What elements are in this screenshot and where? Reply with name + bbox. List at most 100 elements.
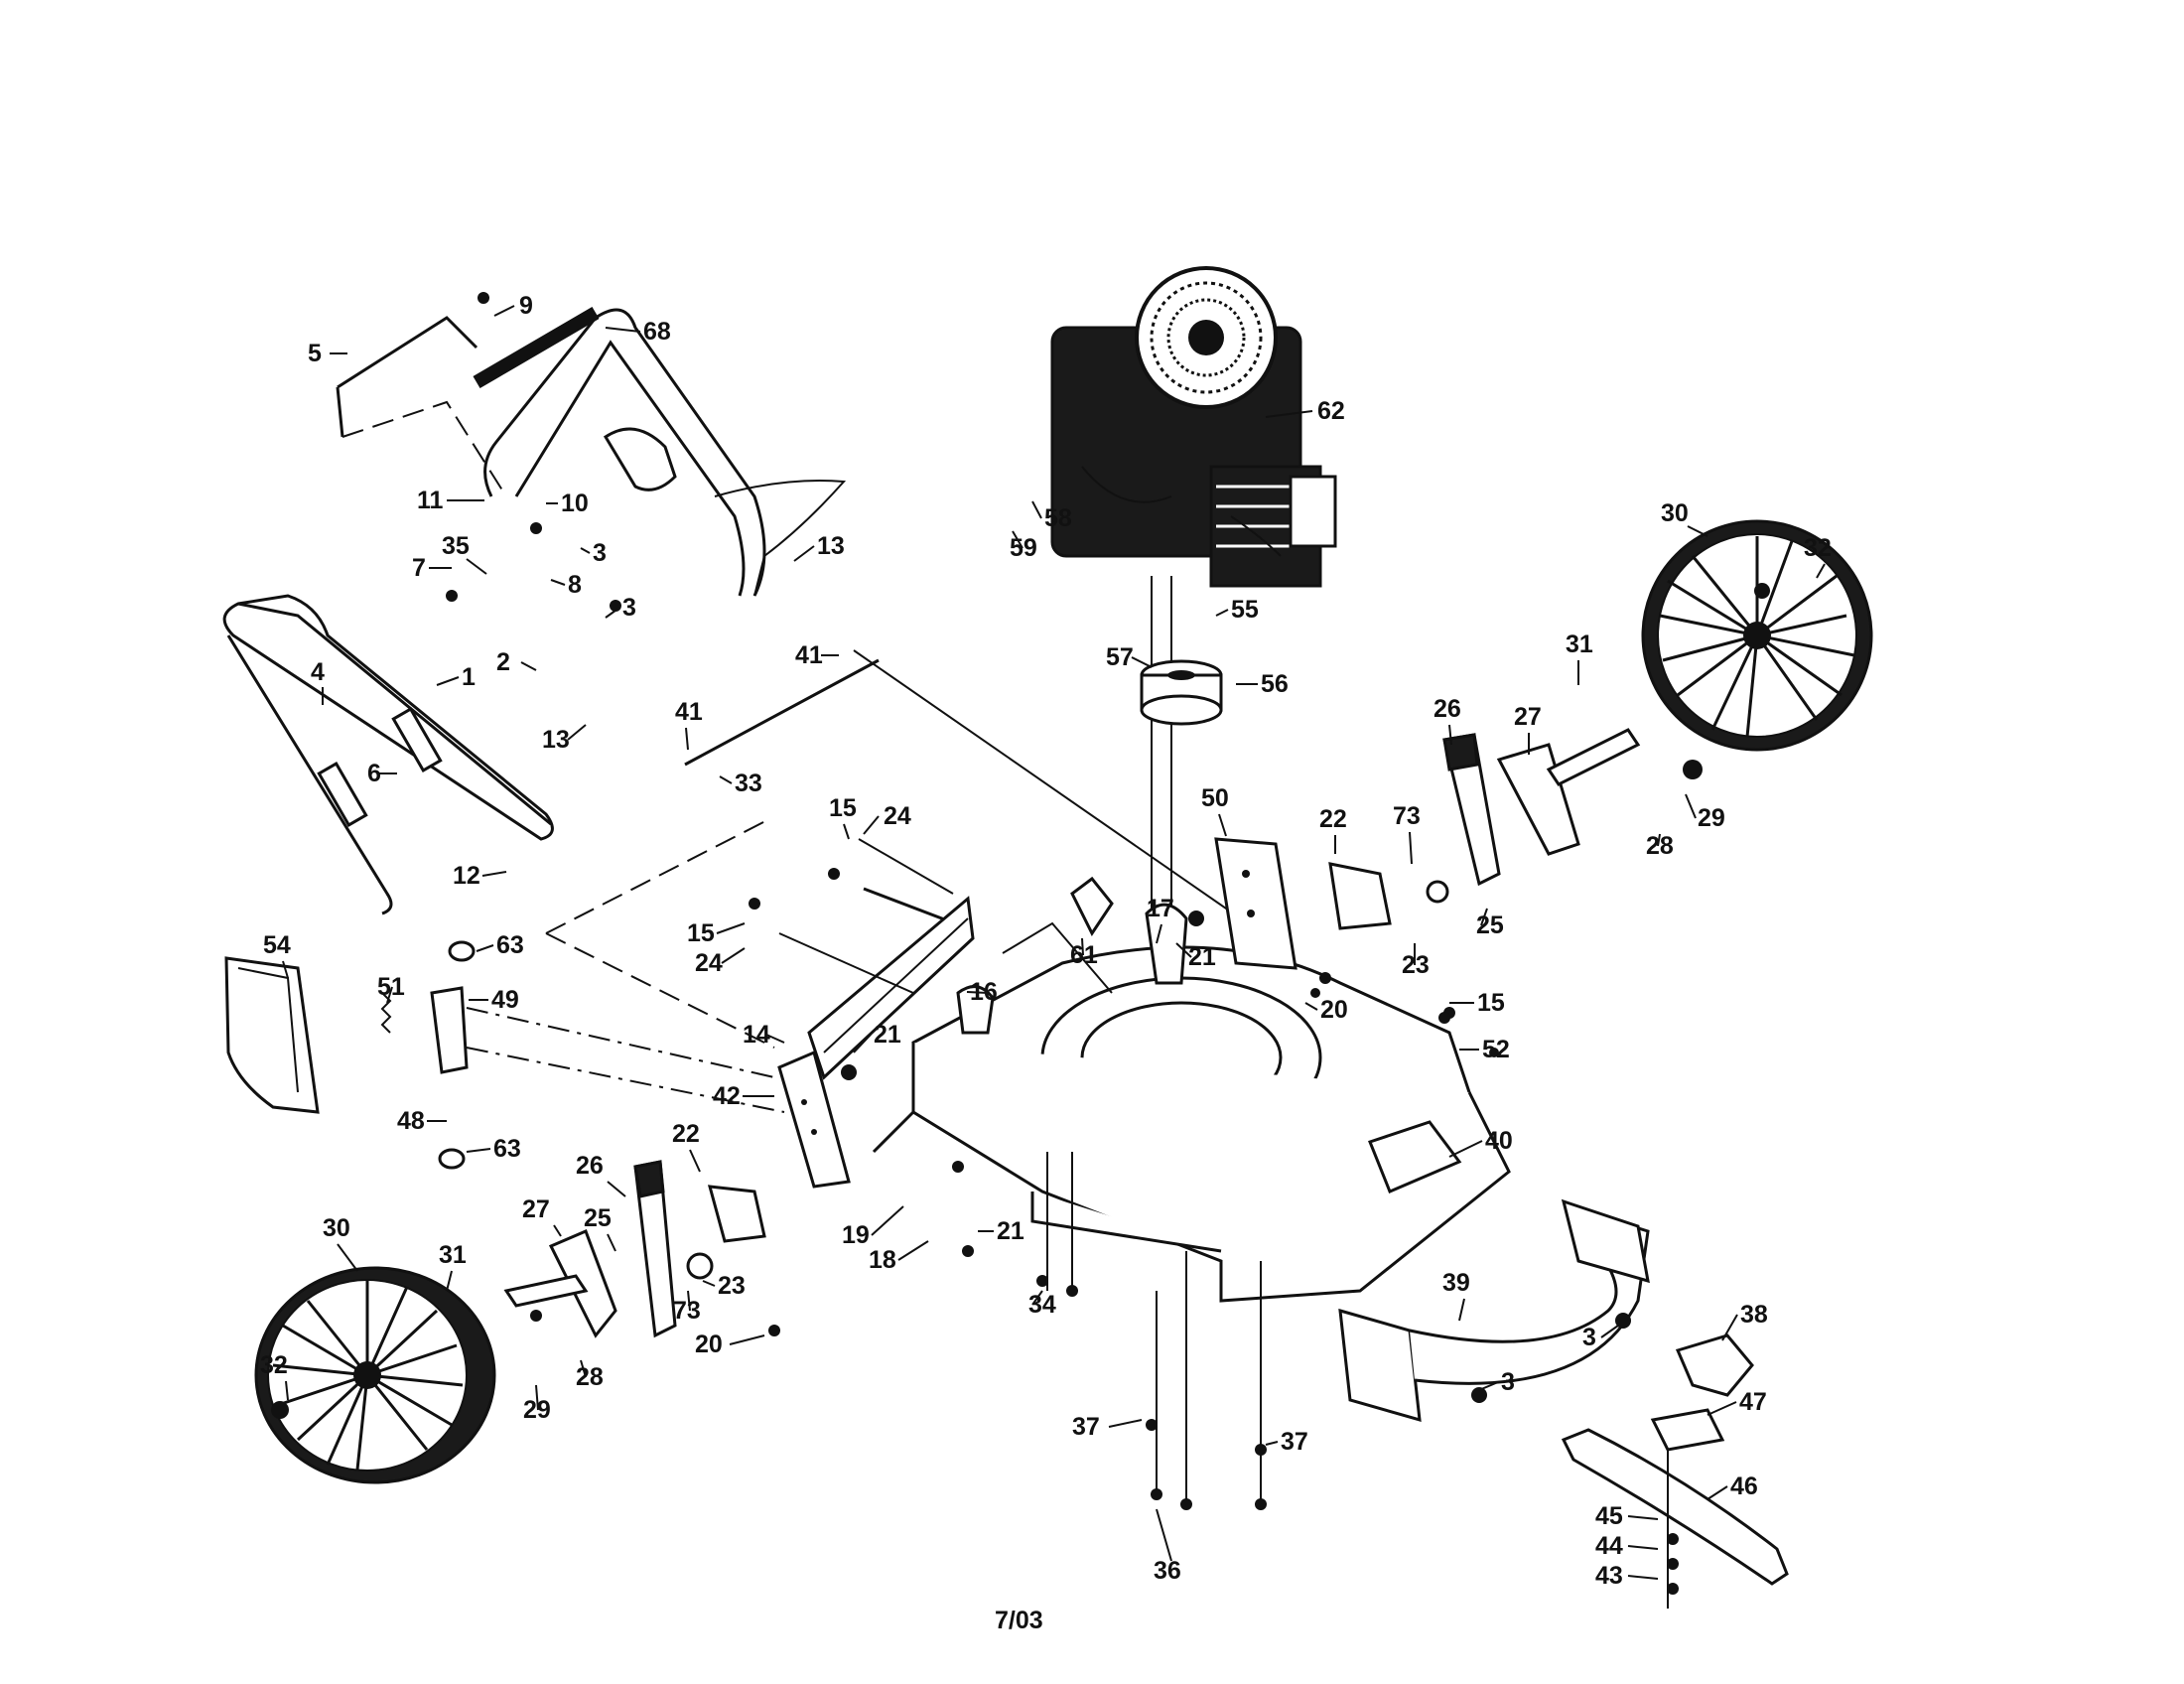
part-number-label: 33 bbox=[735, 770, 762, 797]
part-number-label: 14 bbox=[743, 1021, 770, 1049]
part-number-label: 15 bbox=[687, 919, 715, 947]
leader-line bbox=[685, 727, 689, 751]
leader-line bbox=[1218, 813, 1227, 837]
leader-line bbox=[535, 1384, 539, 1411]
part-number-label: 25 bbox=[1476, 912, 1504, 939]
engine-assembly bbox=[1050, 266, 1337, 588]
part-number-label: 41 bbox=[795, 641, 823, 669]
leader-line bbox=[481, 871, 507, 877]
part-number-label: 4 bbox=[311, 658, 325, 686]
part-number-label: 30 bbox=[323, 1214, 350, 1242]
part-number-label: 44 bbox=[1595, 1532, 1623, 1560]
leader-line bbox=[1706, 1485, 1728, 1500]
leader-line bbox=[580, 1359, 587, 1378]
leader-line bbox=[1687, 525, 1708, 537]
part-number-label: 61 bbox=[1070, 941, 1098, 969]
leader-line bbox=[1012, 530, 1024, 549]
part-number-label: 15 bbox=[829, 794, 857, 822]
part-number-label: 50 bbox=[1201, 784, 1229, 812]
part-number-label: 42 bbox=[713, 1082, 741, 1110]
part-number-label: 39 bbox=[1442, 1269, 1470, 1297]
leader-line bbox=[1265, 1441, 1279, 1446]
part-number-label: 3 bbox=[1582, 1324, 1596, 1351]
leader-line bbox=[607, 1181, 626, 1197]
leader-line bbox=[966, 991, 989, 994]
part-number-label: 47 bbox=[1739, 1388, 1767, 1416]
part-number-label: 24 bbox=[884, 802, 911, 830]
leader-line bbox=[793, 545, 815, 562]
leader-line bbox=[719, 775, 733, 784]
wheel-adjuster-right bbox=[1328, 728, 1641, 930]
leader-line bbox=[520, 661, 537, 671]
leader-line bbox=[493, 305, 515, 317]
part-number-label: 31 bbox=[1566, 631, 1593, 658]
part-number-label: 29 bbox=[1698, 804, 1725, 832]
part-number-label: 55 bbox=[1231, 596, 1259, 624]
leader-line bbox=[605, 327, 641, 333]
part-number-label: 73 bbox=[673, 1297, 701, 1325]
part-number-label: 37 bbox=[1072, 1413, 1100, 1441]
leader-line bbox=[386, 986, 393, 1004]
part-number-label: 12 bbox=[453, 862, 480, 890]
leader-line bbox=[1304, 1002, 1318, 1011]
leader-line bbox=[853, 1034, 872, 1053]
part-number-label: 63 bbox=[493, 1135, 521, 1163]
part-number-label: 62 bbox=[1317, 397, 1345, 425]
leader-line bbox=[729, 1334, 765, 1345]
part-number-label: 26 bbox=[576, 1152, 604, 1180]
leader-line bbox=[1409, 831, 1413, 865]
leader-line bbox=[871, 1205, 904, 1236]
part-number-label: 19 bbox=[842, 1221, 870, 1249]
part-number-label: 73 bbox=[1393, 802, 1421, 830]
leader-line bbox=[1448, 724, 1452, 746]
pulley bbox=[1140, 659, 1223, 726]
part-number-label: 68 bbox=[643, 318, 671, 346]
part-number-label: 32 bbox=[1804, 534, 1832, 562]
part-number-label: 21 bbox=[997, 1217, 1024, 1245]
part-number-label: 56 bbox=[1261, 670, 1289, 698]
height-adjust-bracket-right bbox=[1214, 837, 1297, 970]
wheel-left bbox=[254, 1266, 496, 1484]
revision-date: 7/03 bbox=[995, 1607, 1043, 1634]
leader-line bbox=[1657, 833, 1661, 847]
leader-line bbox=[476, 944, 494, 952]
part-number-label: 28 bbox=[576, 1363, 604, 1391]
leader-line bbox=[1706, 1401, 1737, 1416]
leader-line bbox=[716, 922, 746, 934]
part-number-label: 29 bbox=[523, 1396, 551, 1424]
part-number-label: 35 bbox=[442, 532, 470, 560]
leader-line bbox=[285, 1380, 289, 1401]
part-number-label: 10 bbox=[561, 490, 589, 517]
part-number-label: 28 bbox=[1646, 832, 1674, 860]
leader-line bbox=[436, 676, 460, 686]
leader-line bbox=[337, 1243, 358, 1272]
part-number-label: 22 bbox=[672, 1120, 700, 1148]
leader-line bbox=[1721, 1314, 1738, 1341]
part-number-label: 63 bbox=[496, 931, 524, 959]
blade bbox=[1561, 1428, 1789, 1586]
part-number-label: 2 bbox=[496, 648, 510, 676]
leader-line bbox=[897, 1240, 929, 1261]
part-number-label: 54 bbox=[263, 931, 291, 959]
part-number-label: 16 bbox=[970, 978, 998, 1006]
part-number-label: 15 bbox=[1477, 989, 1505, 1017]
leader-line bbox=[1816, 563, 1826, 579]
part-number-label: 59 bbox=[1010, 534, 1037, 562]
part-number-label: 8 bbox=[568, 571, 582, 599]
part-number-label: 9 bbox=[519, 292, 533, 320]
leader-line bbox=[689, 1149, 701, 1173]
leader-line bbox=[607, 1233, 616, 1252]
part-number-label: 45 bbox=[1595, 1502, 1623, 1530]
leader-line bbox=[1031, 1290, 1043, 1306]
grass-bag-door bbox=[224, 956, 320, 1114]
part-number-label: 13 bbox=[542, 726, 570, 754]
part-number-label: 17 bbox=[1147, 895, 1174, 922]
part-number-label: 26 bbox=[1433, 695, 1461, 723]
part-number-label: 32 bbox=[260, 1351, 288, 1379]
leader-line bbox=[580, 547, 591, 554]
part-number-label: 49 bbox=[491, 986, 519, 1014]
part-number-label: 13 bbox=[817, 532, 845, 560]
part-number-label: 3 bbox=[1501, 1368, 1515, 1396]
leader-line bbox=[446, 1270, 453, 1292]
